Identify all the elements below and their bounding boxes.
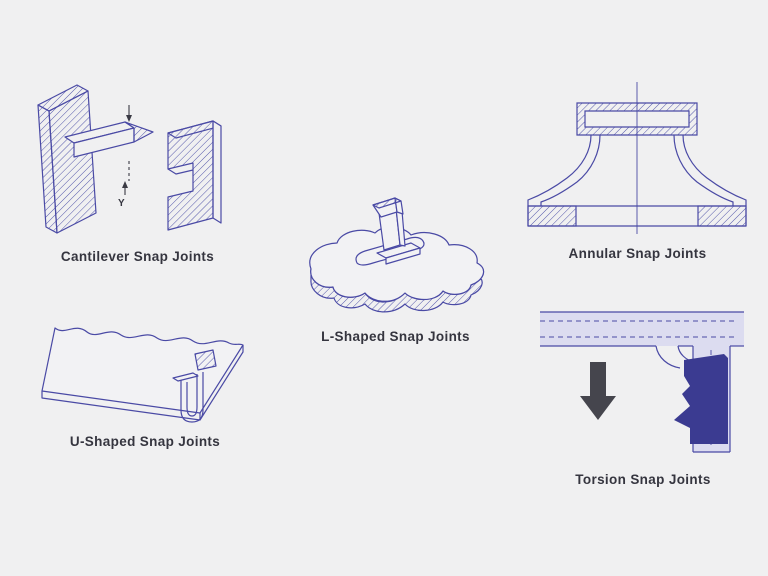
slot-outline xyxy=(172,372,199,382)
torsion-snap-joint-label: Torsion Snap Joints xyxy=(575,472,711,487)
deflection-annotation xyxy=(122,105,132,195)
annular-snap-joint-label: Annular Snap Joints xyxy=(568,246,707,261)
dimension-y-label: Y xyxy=(118,198,125,209)
hook-head xyxy=(372,197,404,218)
cantilever-beam xyxy=(64,121,154,158)
torsion-snap-joint-drawing xyxy=(540,311,744,453)
base-flange xyxy=(527,205,747,227)
up-arrow-icon xyxy=(122,181,128,188)
cantilever-snap-joint-drawing: Y xyxy=(37,84,222,234)
l-shaped-snap-joint-drawing xyxy=(309,197,485,313)
annular-snap-joint-drawing xyxy=(527,82,747,234)
u-shaped-snap-joint-figure: U-Shaped Snap Joints xyxy=(35,310,255,449)
l-shaped-snap-joint-figure: L-Shaped Snap Joints xyxy=(293,183,498,344)
l-shaped-snap-joint-label: L-Shaped Snap Joints xyxy=(321,329,470,344)
torsion-snap-joint-figure: Torsion Snap Joints xyxy=(538,298,748,487)
torsion-latch xyxy=(674,354,728,444)
base-plate xyxy=(309,226,485,302)
u-shaped-snap-joint-drawing xyxy=(41,327,244,423)
plate-top xyxy=(41,327,244,414)
catch-block xyxy=(167,120,222,231)
u-strap xyxy=(180,372,204,423)
top-wall-section xyxy=(540,311,744,347)
force-down-arrow-icon xyxy=(580,362,616,420)
catch-ridge xyxy=(194,349,217,371)
cantilever-snap-joint-figure: Y Cantilever Snap Joints xyxy=(25,75,250,264)
hook-tip xyxy=(124,121,154,143)
bell-walls xyxy=(527,134,747,206)
cantilever-snap-joint-label: Cantilever Snap Joints xyxy=(60,249,215,264)
u-shaped-snap-joint-label: U-Shaped Snap Joints xyxy=(69,434,221,449)
wall-section xyxy=(37,84,97,234)
plate-thickness xyxy=(41,345,244,421)
slot-outline xyxy=(355,236,425,266)
annular-snap-joint-figure: Annular Snap Joints xyxy=(515,78,760,261)
l-foot xyxy=(376,242,421,265)
ring-section xyxy=(576,102,698,136)
down-arrow-icon xyxy=(126,115,132,122)
